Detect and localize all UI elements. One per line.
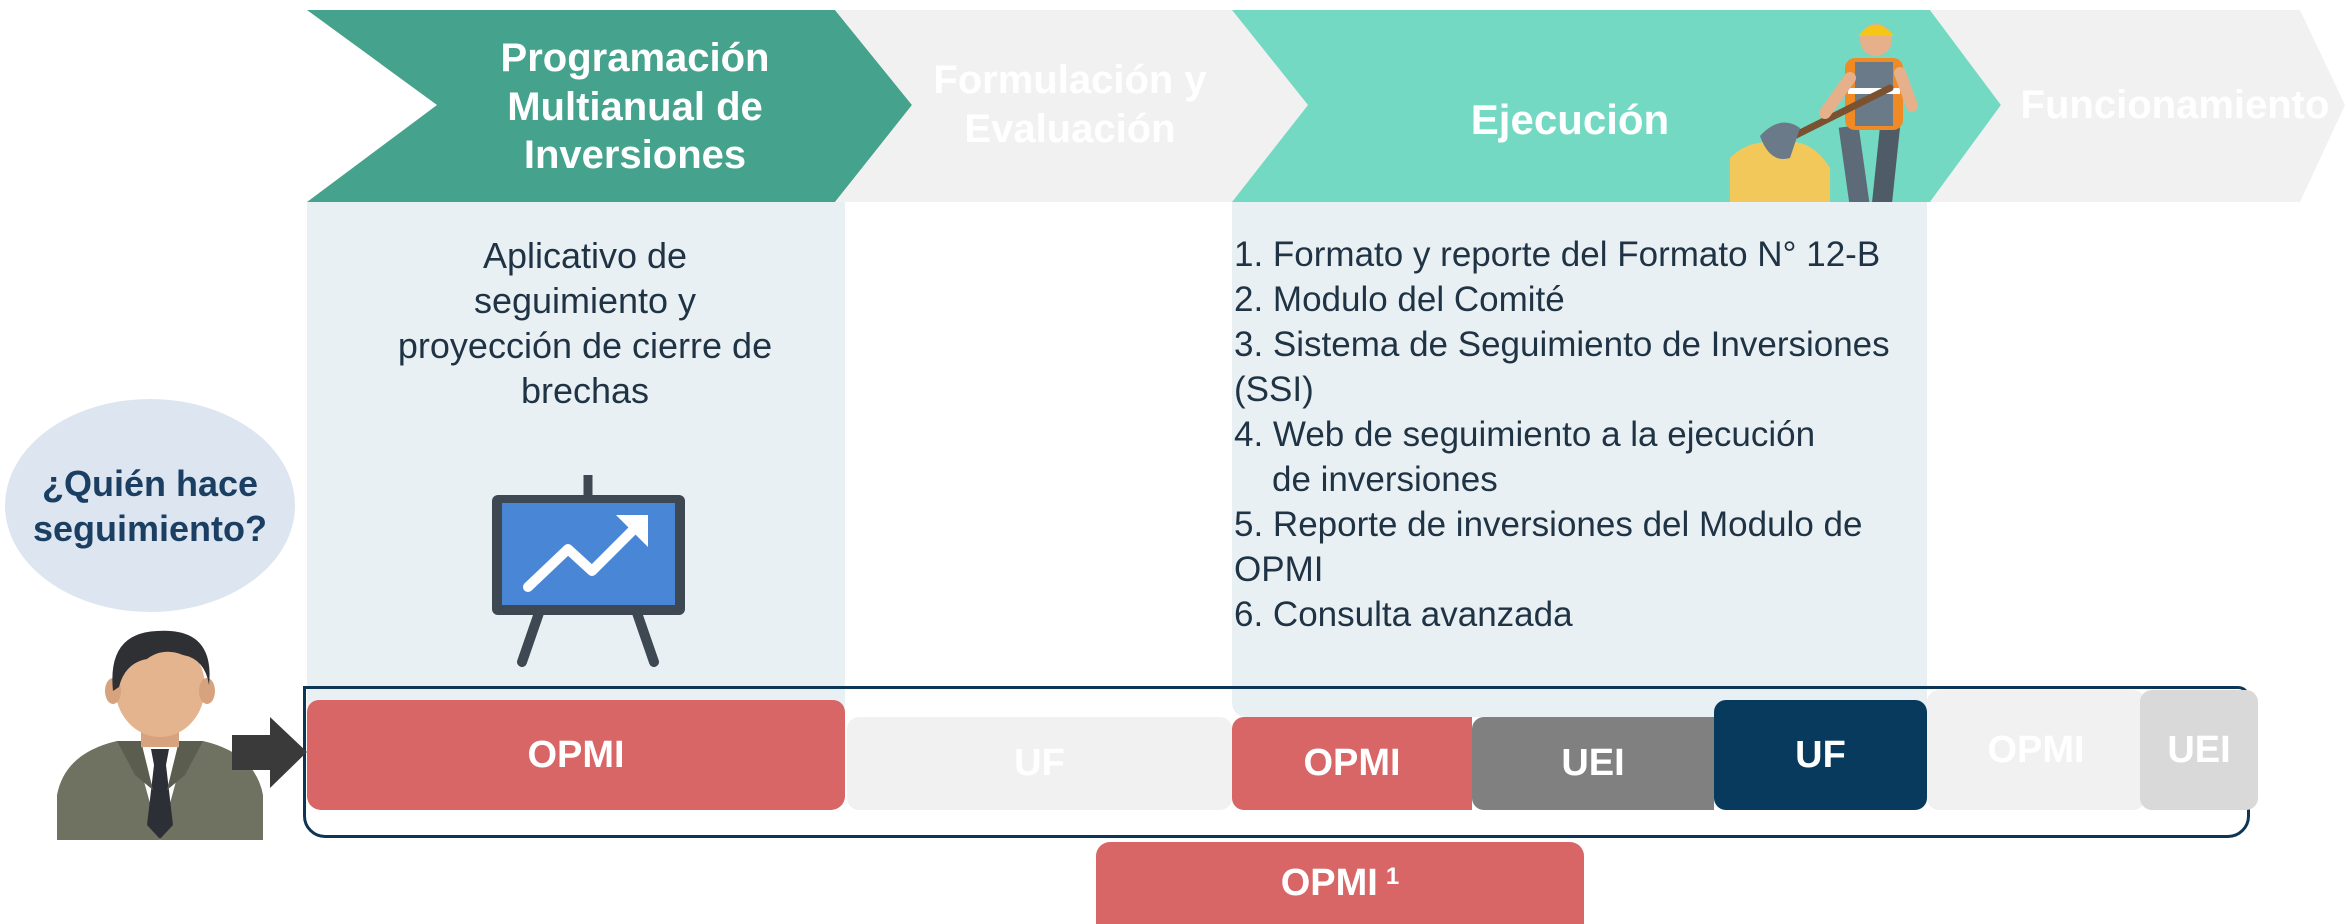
- bar-funcionamiento-uei: UEI: [2140, 690, 2258, 810]
- panel-ejecucion: [1232, 202, 1927, 717]
- footer-bar-opmi: OPMI 1: [1096, 842, 1584, 924]
- arrow-right-icon: [232, 717, 307, 788]
- pmi-description: Aplicativo de seguimiento y proyección d…: [397, 235, 773, 411]
- who-question: ¿Quién hace seguimiento?: [32, 462, 268, 549]
- stage-title-funcionamiento: Funcionamiento: [2020, 82, 2330, 127]
- bar-funcionamiento-opmi: OPMI: [1927, 690, 2145, 810]
- stage-chevron-funcionamiento: [1930, 10, 2345, 202]
- panel-pmi: [307, 202, 845, 717]
- bar-formulacion-uf: UF: [847, 717, 1232, 810]
- stage-chevron-formulacion: [835, 10, 1308, 202]
- list-item: 2. Modulo del Comité: [1234, 280, 1565, 319]
- footer-bar-label: OPMI: [1280, 861, 1378, 904]
- stage-chevron-pmi: [307, 10, 912, 202]
- who-bubble: ¿Quién hace seguimiento?: [5, 399, 295, 612]
- bar-ejecucion-opmi: OPMI: [1232, 717, 1472, 810]
- list-item: 4. Web de seguimiento a la ejecución de …: [1234, 412, 1924, 502]
- stage-title-ejecucion: Ejecución: [1470, 96, 1670, 144]
- list-item-continuation: de inversiones: [1272, 460, 1498, 499]
- list-item: 1. Formato y reporte del Formato N° 12-B: [1234, 235, 1881, 274]
- bar-pmi-opmi: OPMI: [307, 700, 845, 810]
- list-item-main: 4. Web de seguimiento a la ejecución: [1234, 415, 1816, 454]
- stage-title-formulacion: Formulación y Evaluación: [933, 58, 1207, 151]
- presentation-board-icon: [492, 475, 685, 667]
- stage-title-pmi: Programación Multianual de Inversiones: [500, 35, 770, 178]
- list-item: 3. Sistema de Seguimiento de Inversiones…: [1234, 325, 1890, 409]
- ejecucion-tools-list: 1. Formato y reporte del Formato N° 12-B…: [1234, 232, 1924, 637]
- list-item: 6. Consulta avanzada: [1234, 595, 1573, 634]
- construction-worker-icon: [1730, 24, 1918, 204]
- list-item: 5. Reporte de inversiones del Modulo de …: [1234, 505, 1863, 589]
- businessman-avatar-icon: [57, 630, 263, 840]
- bar-ejecucion-uf: UF: [1714, 700, 1927, 810]
- footer-bar-superscript: 1: [1385, 863, 1400, 890]
- bar-ejecucion-uei: UEI: [1472, 717, 1714, 810]
